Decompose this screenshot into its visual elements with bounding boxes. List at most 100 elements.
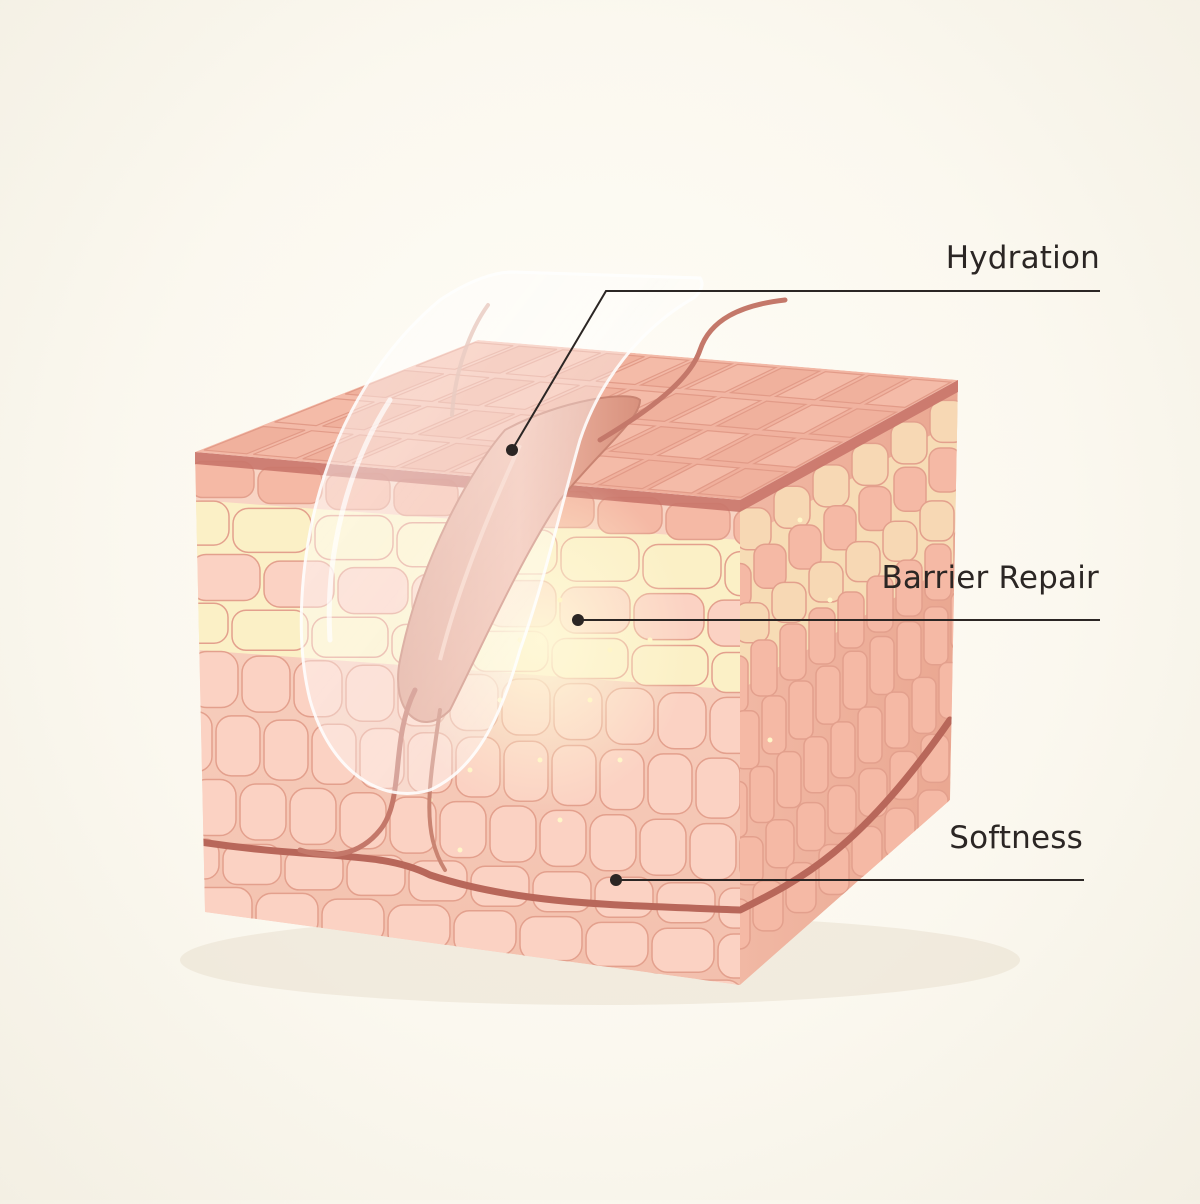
front-cell [585, 921, 649, 968]
front-cell [284, 849, 344, 891]
surface-cell [597, 459, 693, 490]
side-cell [857, 706, 883, 764]
front-cell [656, 881, 716, 924]
side-cell [896, 620, 922, 681]
side-cell [776, 750, 802, 809]
callout-lines [511, 290, 1100, 881]
surface-cell [656, 430, 751, 460]
sparkle [467, 767, 473, 773]
front-cell [241, 655, 291, 713]
surface-cell [807, 408, 899, 438]
surface-cell [683, 363, 778, 393]
front-cell [733, 508, 740, 547]
front-cell [215, 715, 261, 777]
front-cell [707, 599, 740, 647]
side-cell [845, 540, 881, 583]
side-cell [773, 485, 811, 530]
front-cell [594, 876, 654, 918]
side-cell [890, 421, 928, 465]
hair-strand-right [597, 297, 788, 443]
side-cell [740, 602, 770, 644]
front-cell [717, 933, 740, 979]
front-cell [289, 787, 337, 846]
side-cell [808, 561, 844, 603]
softness-label: Softness [949, 820, 1083, 856]
side-cell [858, 485, 892, 532]
front-cell [709, 696, 740, 755]
side-cell [750, 639, 778, 697]
side-cell [953, 527, 958, 585]
side-cell [815, 665, 841, 725]
side-cell [842, 650, 868, 711]
side-cell [740, 655, 749, 713]
front-cell [389, 796, 437, 854]
front-cell [195, 886, 253, 933]
surface-cell [863, 378, 953, 408]
hydration-label: Hydration [945, 240, 1100, 276]
side-cell [765, 818, 795, 869]
front-cell [195, 650, 239, 709]
side-cell [753, 543, 787, 590]
side-cell [923, 605, 949, 666]
sparkle [557, 817, 563, 823]
sparkle [607, 647, 613, 653]
front-cell [222, 843, 282, 886]
side-cell [812, 464, 850, 508]
side-cell [808, 607, 836, 665]
front-cell [239, 783, 287, 841]
side-cell [917, 789, 949, 841]
barrier-repair-label: Barrier Repair [881, 560, 1099, 596]
side-cell [884, 807, 916, 859]
surface-cell [761, 404, 854, 434]
front-cell [195, 778, 237, 837]
surface-cell [608, 425, 704, 456]
front-cell [439, 800, 487, 859]
front-cell [195, 710, 213, 773]
hydration-dot [506, 444, 518, 456]
front-cell [589, 814, 637, 872]
front-cell [489, 805, 537, 863]
front-cell [695, 757, 740, 819]
side-cell [749, 765, 775, 824]
surface-cell [696, 467, 789, 498]
barrier-dot [572, 614, 584, 626]
side-cell [740, 780, 748, 839]
side-cell [956, 479, 958, 522]
front-cell [339, 792, 387, 850]
sparkle [457, 847, 463, 853]
side-cell [796, 801, 826, 852]
sparkle [767, 737, 773, 743]
side-cell [761, 695, 787, 755]
hydrogel-patch [299, 270, 704, 795]
side-cell [928, 447, 958, 493]
side-cell [950, 771, 958, 823]
surface-cell [646, 463, 741, 494]
front-cell [711, 651, 740, 694]
front-cell [689, 822, 737, 881]
front-cell [195, 553, 261, 602]
side-cell [827, 784, 857, 835]
side-cell [895, 559, 923, 617]
surface-cell [818, 374, 910, 405]
front-cell [195, 500, 230, 546]
side-cell [740, 710, 760, 770]
front-cell [231, 609, 309, 652]
surface-cell [704, 434, 797, 464]
side-cell [893, 466, 927, 512]
surface-cell [752, 438, 844, 468]
side-cell [919, 500, 955, 542]
front-cell [672, 979, 740, 985]
side-cell [740, 507, 772, 551]
side-cell [929, 399, 958, 444]
sparkle [557, 597, 563, 603]
side-cell [740, 562, 752, 609]
sparkle [617, 757, 623, 763]
side-cell [884, 691, 910, 749]
surface-cell [203, 425, 306, 455]
front-cell [647, 753, 693, 815]
front-cell [519, 915, 583, 962]
front-cell [195, 838, 220, 880]
front-cell [195, 602, 229, 644]
